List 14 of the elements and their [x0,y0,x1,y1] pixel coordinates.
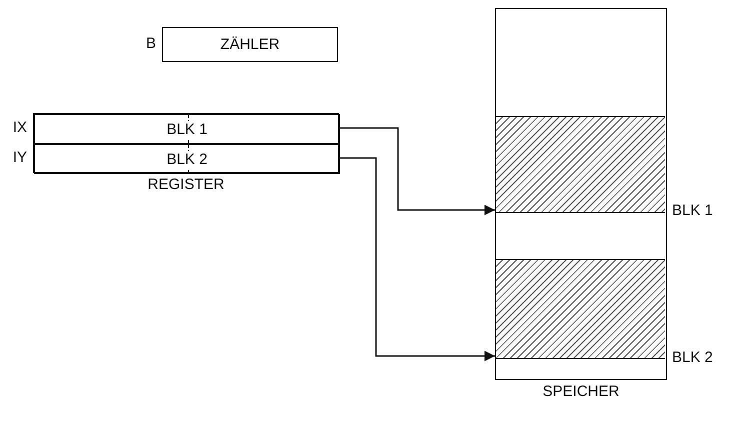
side-label: BLK 2 [672,350,713,366]
register-row: BLK 2 [34,144,340,174]
memory-title: SPEICHER [542,384,620,400]
memory-block [496,116,665,213]
counter-box: ZÄHLER [162,27,338,62]
side-label: IX [12,120,27,136]
arrow [339,157,495,362]
memory-block [496,259,665,359]
side-label: IY [12,150,27,166]
register-title: REGISTER [146,177,226,193]
arrow [339,127,495,216]
side-label: B [146,36,156,52]
side-label: BLK 1 [672,203,713,219]
register-row: BLK 1 [34,114,340,144]
